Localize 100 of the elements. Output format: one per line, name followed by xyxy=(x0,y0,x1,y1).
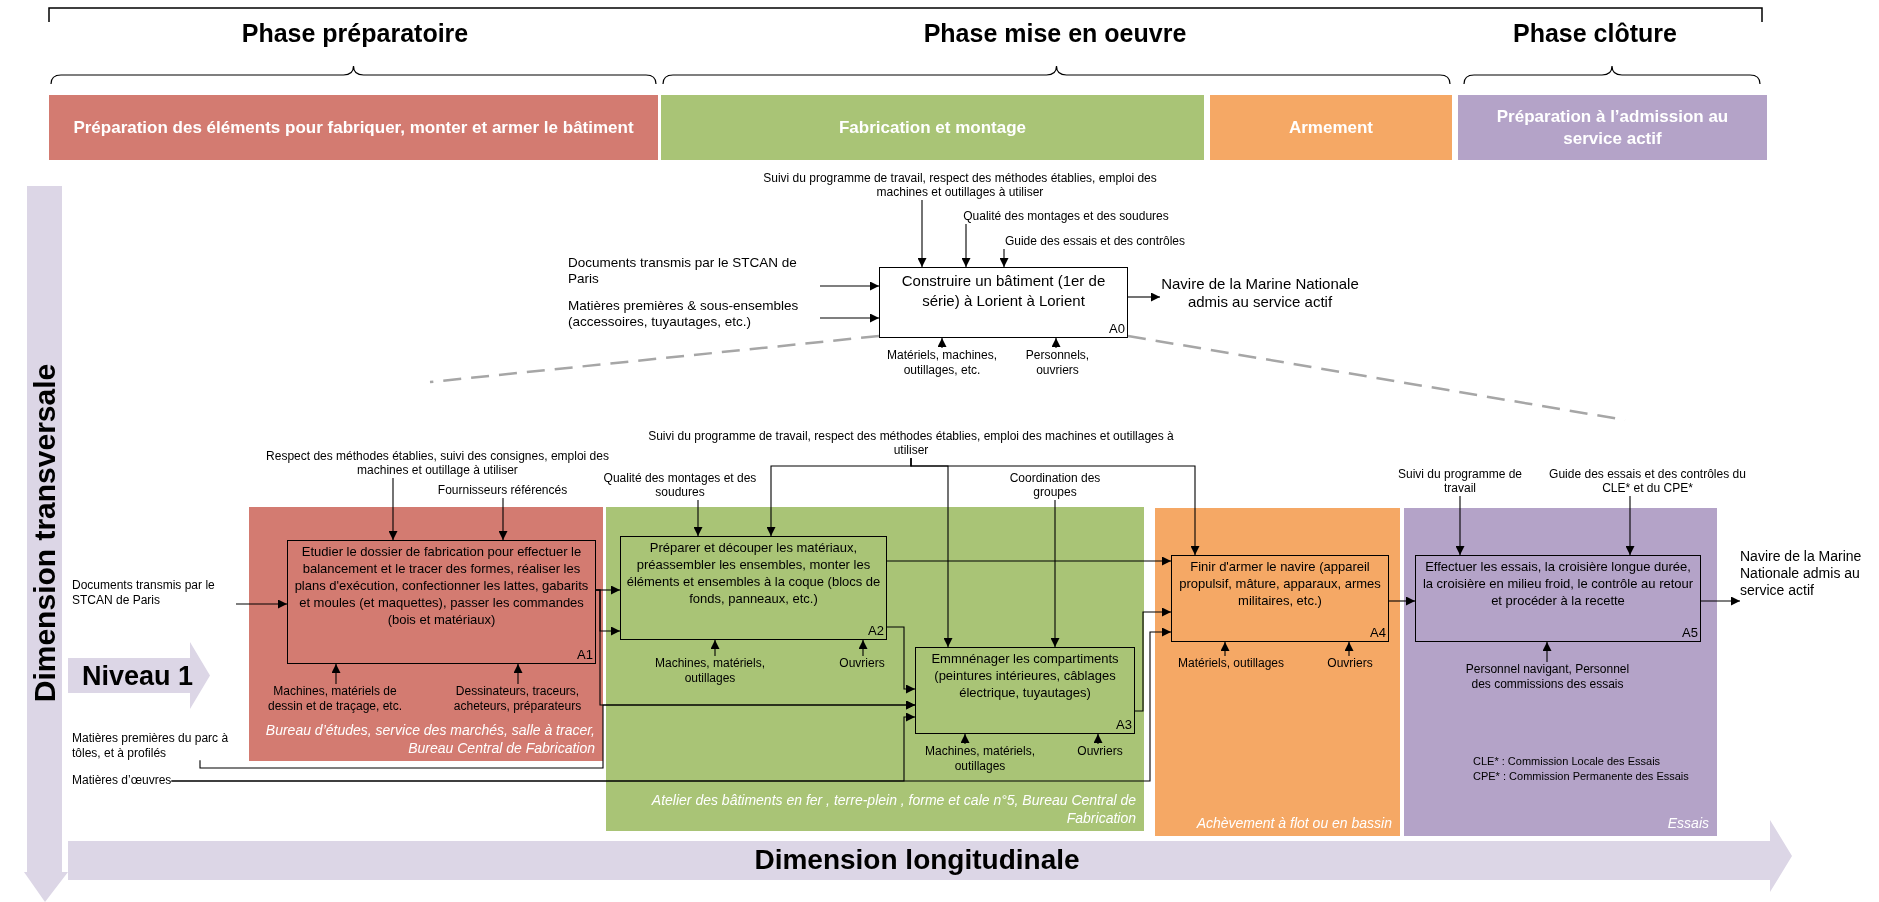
arrow xyxy=(170,627,1172,782)
mechanism-label: Ouvriers xyxy=(1327,656,1373,671)
process-text: Préparer et découper les matériaux, préassembler les ensembles, monter les éléments et ensembles à la coque (blocs de fonds, panneaux, etc.) xyxy=(625,539,882,608)
process-box xyxy=(1415,555,1701,642)
level-label: Niveau 1 xyxy=(82,662,194,689)
arrow xyxy=(1134,607,1172,712)
output-label: Navire de la Marine Nationale admis au service actif xyxy=(1740,548,1877,600)
arrow xyxy=(693,499,703,537)
zone-caption: Bureau d’études, service des marchés, salle à tracer, Bureau Central de Fabrication xyxy=(265,720,595,757)
arrow xyxy=(1388,596,1416,606)
phase-band xyxy=(661,95,1204,160)
mechanism-label: Machines, matériels, outillages xyxy=(912,744,1048,774)
mechanism-label: Matériels, outillages xyxy=(1177,656,1285,671)
process-box xyxy=(287,540,596,664)
control-label: Guide des essais et des contrôles xyxy=(1004,234,1186,249)
dimension-arrow xyxy=(24,186,68,902)
arrow xyxy=(513,663,523,685)
zone-caption: Essais xyxy=(1666,813,1709,832)
input-label: Matières premières & sous-ensembles (accessoires, tuyautages, etc.) xyxy=(568,298,820,331)
process-text: Etudier le dossier de fabrication pour effectuer le balancement et le tracer des formes, réaliser les plans d'exécution, confectionner les lattes, gabarits et moules (et maquettes), passer les commandes (bois et matériaux) xyxy=(293,543,590,629)
arrow xyxy=(235,599,288,609)
arrow xyxy=(910,457,1200,556)
level-arrow xyxy=(68,642,210,709)
process-text: Emmnénager les compartiments (peintures intérieures, câblages électrique, tuyautages) xyxy=(930,650,1120,702)
mechanism-label: Dessinateurs, traceurs, acheteurs, préparateurs xyxy=(440,684,595,714)
phase-title: Phase préparatoire xyxy=(240,18,470,49)
arrow xyxy=(1127,292,1161,302)
arrow xyxy=(1093,733,1103,745)
output-label: Navire de la Marine Nationale admis au service actif xyxy=(1160,275,1360,312)
arrow xyxy=(858,639,868,657)
arrow xyxy=(886,626,916,694)
band-title: Préparation des éléments pour fabriquer, monter et armer le bâtiment xyxy=(73,116,634,139)
mechanism-label: Ouvriers xyxy=(1077,744,1123,759)
arrow xyxy=(937,337,947,349)
arrow xyxy=(331,663,341,685)
mechanism-label: Ouvriers xyxy=(839,656,885,671)
arrow xyxy=(917,199,927,268)
arrow xyxy=(1625,495,1635,556)
mechanism-label: Personnels, ouvriers xyxy=(1015,348,1100,378)
control-label: Qualité des montages et des soudures xyxy=(963,209,1169,224)
zone-panel xyxy=(606,507,1144,831)
band-title: Fabrication et montage xyxy=(839,116,1026,139)
input-label: Documents transmis par le STCAN de Paris xyxy=(568,255,820,288)
mechanism-label: Machines, matériels de dessin et de traçage, etc. xyxy=(255,684,415,714)
axis-title: Dimension longitudinale xyxy=(754,846,1080,874)
arrow xyxy=(819,313,880,323)
zone-caption: Achèvement à flot ou en bassin xyxy=(1195,813,1392,832)
control-label: Qualité des montages et des soudures xyxy=(600,470,760,500)
arrow xyxy=(1455,495,1465,556)
process-text: Finir d'armer le navire (appareil propulsif, mâture, apparaux, armes militaires, etc.) xyxy=(1178,558,1382,610)
arrow xyxy=(1220,641,1230,657)
process-text: Construire un bâtiment (1er de série) à Lorient à Lorient xyxy=(900,271,1107,310)
arrow xyxy=(1700,596,1741,606)
activity-id: A0 xyxy=(1109,320,1125,337)
band-title: Préparation à l’admission au service actif xyxy=(1495,106,1730,149)
arrow xyxy=(1051,337,1061,349)
arrow xyxy=(1542,641,1552,663)
zone-panel xyxy=(1404,508,1717,836)
control-label: Coordination des groupes xyxy=(995,470,1115,500)
phase-title: Phase mise en oeuvre xyxy=(922,18,1188,49)
footnote: CLE* : Commission Locale des Essais xyxy=(1473,755,1662,769)
phase-title: Phase clôture xyxy=(1512,18,1678,49)
activity-id: A3 xyxy=(1116,716,1132,733)
arrow xyxy=(199,700,916,769)
process-box xyxy=(915,647,1135,734)
dashed-line xyxy=(429,334,880,384)
activity-id: A1 xyxy=(577,646,593,663)
arrow xyxy=(960,733,970,745)
axis-title: Dimension transversale xyxy=(30,363,60,703)
control-label: Suivi du programme de travail xyxy=(1385,466,1535,496)
arrow xyxy=(388,477,398,541)
arrow xyxy=(999,248,1009,268)
arrow xyxy=(710,639,720,657)
control-label: Suivi du programme de travail, respect des méthodes établies, emploi des machines et outillages à utiliser xyxy=(760,170,1160,200)
band-title: Armement xyxy=(1288,116,1374,139)
activity-id: A2 xyxy=(868,622,884,639)
arrow xyxy=(1050,499,1060,648)
arrow xyxy=(886,556,1172,566)
mechanism-label: Matériels, machines, outillages, etc. xyxy=(872,348,1012,378)
arrow xyxy=(819,281,880,291)
input-label: Matières d’œuvres xyxy=(72,773,172,788)
control-label: Guide des essais et des contrôles du CLE* et du CPE* xyxy=(1540,466,1755,496)
arrow xyxy=(1344,641,1354,657)
zone-panel xyxy=(249,507,603,761)
phase-band xyxy=(1458,95,1767,160)
control-label: Suivi du programme de travail, respect des méthodes établies, emploi des machines et outillages à utiliser xyxy=(630,428,1192,458)
process-text: Effectuer les essais, la croisière longue durée, la croisière en milieu froid, le contrôle au retour et procéder à la recette xyxy=(1421,558,1695,610)
zone-caption: Atelier des bâtiments en fer , terre-plein , forme et cale n°5, Bureau Central de Fabrication xyxy=(650,790,1136,827)
arrow xyxy=(961,223,971,268)
phase-band xyxy=(1210,95,1452,160)
process-box xyxy=(1171,555,1389,642)
process-box xyxy=(620,536,887,640)
mechanism-label: Machines, matériels, outillages xyxy=(640,656,780,686)
control-label: Fournisseurs référencés xyxy=(437,483,568,498)
footnote: CPE* : Commission Permanente des Essais xyxy=(1473,770,1690,784)
mechanism-label: Personnel navigant, Personnel des commissions des essais xyxy=(1455,662,1640,692)
input-label: Documents transmis par le STCAN de Paris xyxy=(72,578,236,608)
activity-id: A5 xyxy=(1682,624,1698,641)
process-box xyxy=(879,267,1128,338)
input-label: Matières premières du parc à tôles, et à profilés xyxy=(72,731,244,761)
